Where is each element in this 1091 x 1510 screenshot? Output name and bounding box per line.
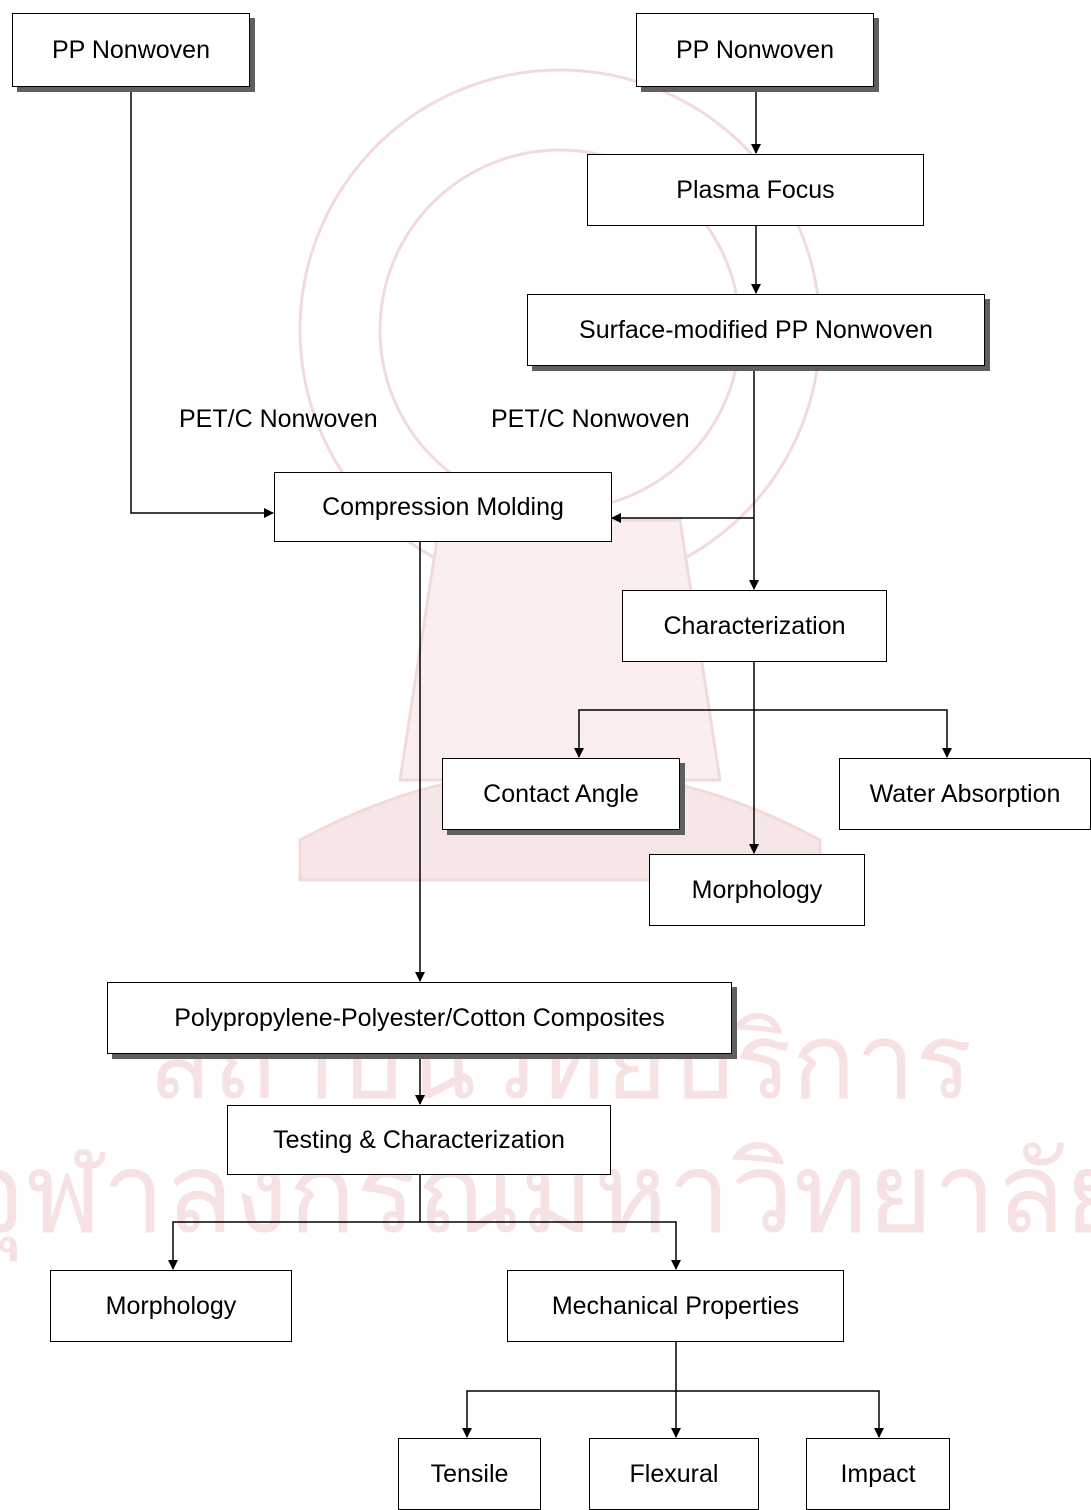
morphology-surface-label: Morphology bbox=[691, 875, 823, 904]
tensile-label: Tensile bbox=[430, 1459, 509, 1488]
morphology-surface-box: Morphology bbox=[649, 854, 865, 926]
flexural-label: Flexural bbox=[629, 1459, 719, 1488]
pet-c-nonwoven-left-label: PET/C Nonwoven bbox=[179, 405, 378, 433]
connector-to-water-absorption bbox=[754, 709, 952, 758]
testing-characterization-box: Testing & Characterization bbox=[227, 1105, 611, 1175]
composites-box: Polypropylene-Polyester/Cotton Composite… bbox=[107, 982, 732, 1054]
composites-label: Polypropylene-Polyester/Cotton Composite… bbox=[174, 1003, 665, 1032]
mechanical-properties-box: Mechanical Properties bbox=[507, 1270, 844, 1342]
surface-modified-box: Surface-modified PP Nonwoven bbox=[527, 294, 985, 366]
compression-molding-box: Compression Molding bbox=[274, 472, 612, 542]
contact-angle-label: Contact Angle bbox=[483, 779, 639, 808]
pp-nonwoven-left-label: PP Nonwoven bbox=[52, 35, 210, 64]
plasma-focus-label: Plasma Focus bbox=[676, 175, 835, 204]
characterization-box: Characterization bbox=[622, 590, 887, 662]
connector-to-morphology-composite bbox=[168, 1221, 420, 1270]
characterization-label: Characterization bbox=[663, 611, 846, 640]
morphology-composite-label: Morphology bbox=[105, 1291, 237, 1320]
flexural-box: Flexural bbox=[589, 1438, 759, 1510]
plasma-focus-box: Plasma Focus bbox=[587, 154, 924, 226]
surface-modified-label: Surface-modified PP Nonwoven bbox=[579, 315, 933, 344]
connector-to-mechanical bbox=[420, 1221, 681, 1270]
contact-angle-box: Contact Angle bbox=[442, 758, 680, 830]
water-absorption-box: Water Absorption bbox=[839, 758, 1091, 830]
pp-nonwoven-right-box: PP Nonwoven bbox=[636, 13, 874, 87]
pp-nonwoven-left-box: PP Nonwoven bbox=[12, 13, 250, 87]
mechanical-properties-label: Mechanical Properties bbox=[551, 1291, 800, 1320]
connector-to-tensile bbox=[462, 1390, 676, 1438]
connector-to-contact-angle bbox=[574, 709, 754, 758]
connector-to-impact bbox=[676, 1390, 884, 1438]
testing-characterization-label: Testing & Characterization bbox=[273, 1125, 565, 1154]
pp-nonwoven-right-label: PP Nonwoven bbox=[676, 35, 834, 64]
impact-box: Impact bbox=[806, 1438, 950, 1510]
connector-pp-left-to-molding bbox=[130, 87, 274, 518]
water-absorption-label: Water Absorption bbox=[869, 779, 1061, 808]
tensile-box: Tensile bbox=[398, 1438, 541, 1510]
compression-molding-label: Compression Molding bbox=[322, 492, 564, 521]
morphology-composite-box: Morphology bbox=[50, 1270, 292, 1342]
pet-c-nonwoven-right-label: PET/C Nonwoven bbox=[491, 405, 690, 433]
impact-label: Impact bbox=[840, 1459, 916, 1488]
